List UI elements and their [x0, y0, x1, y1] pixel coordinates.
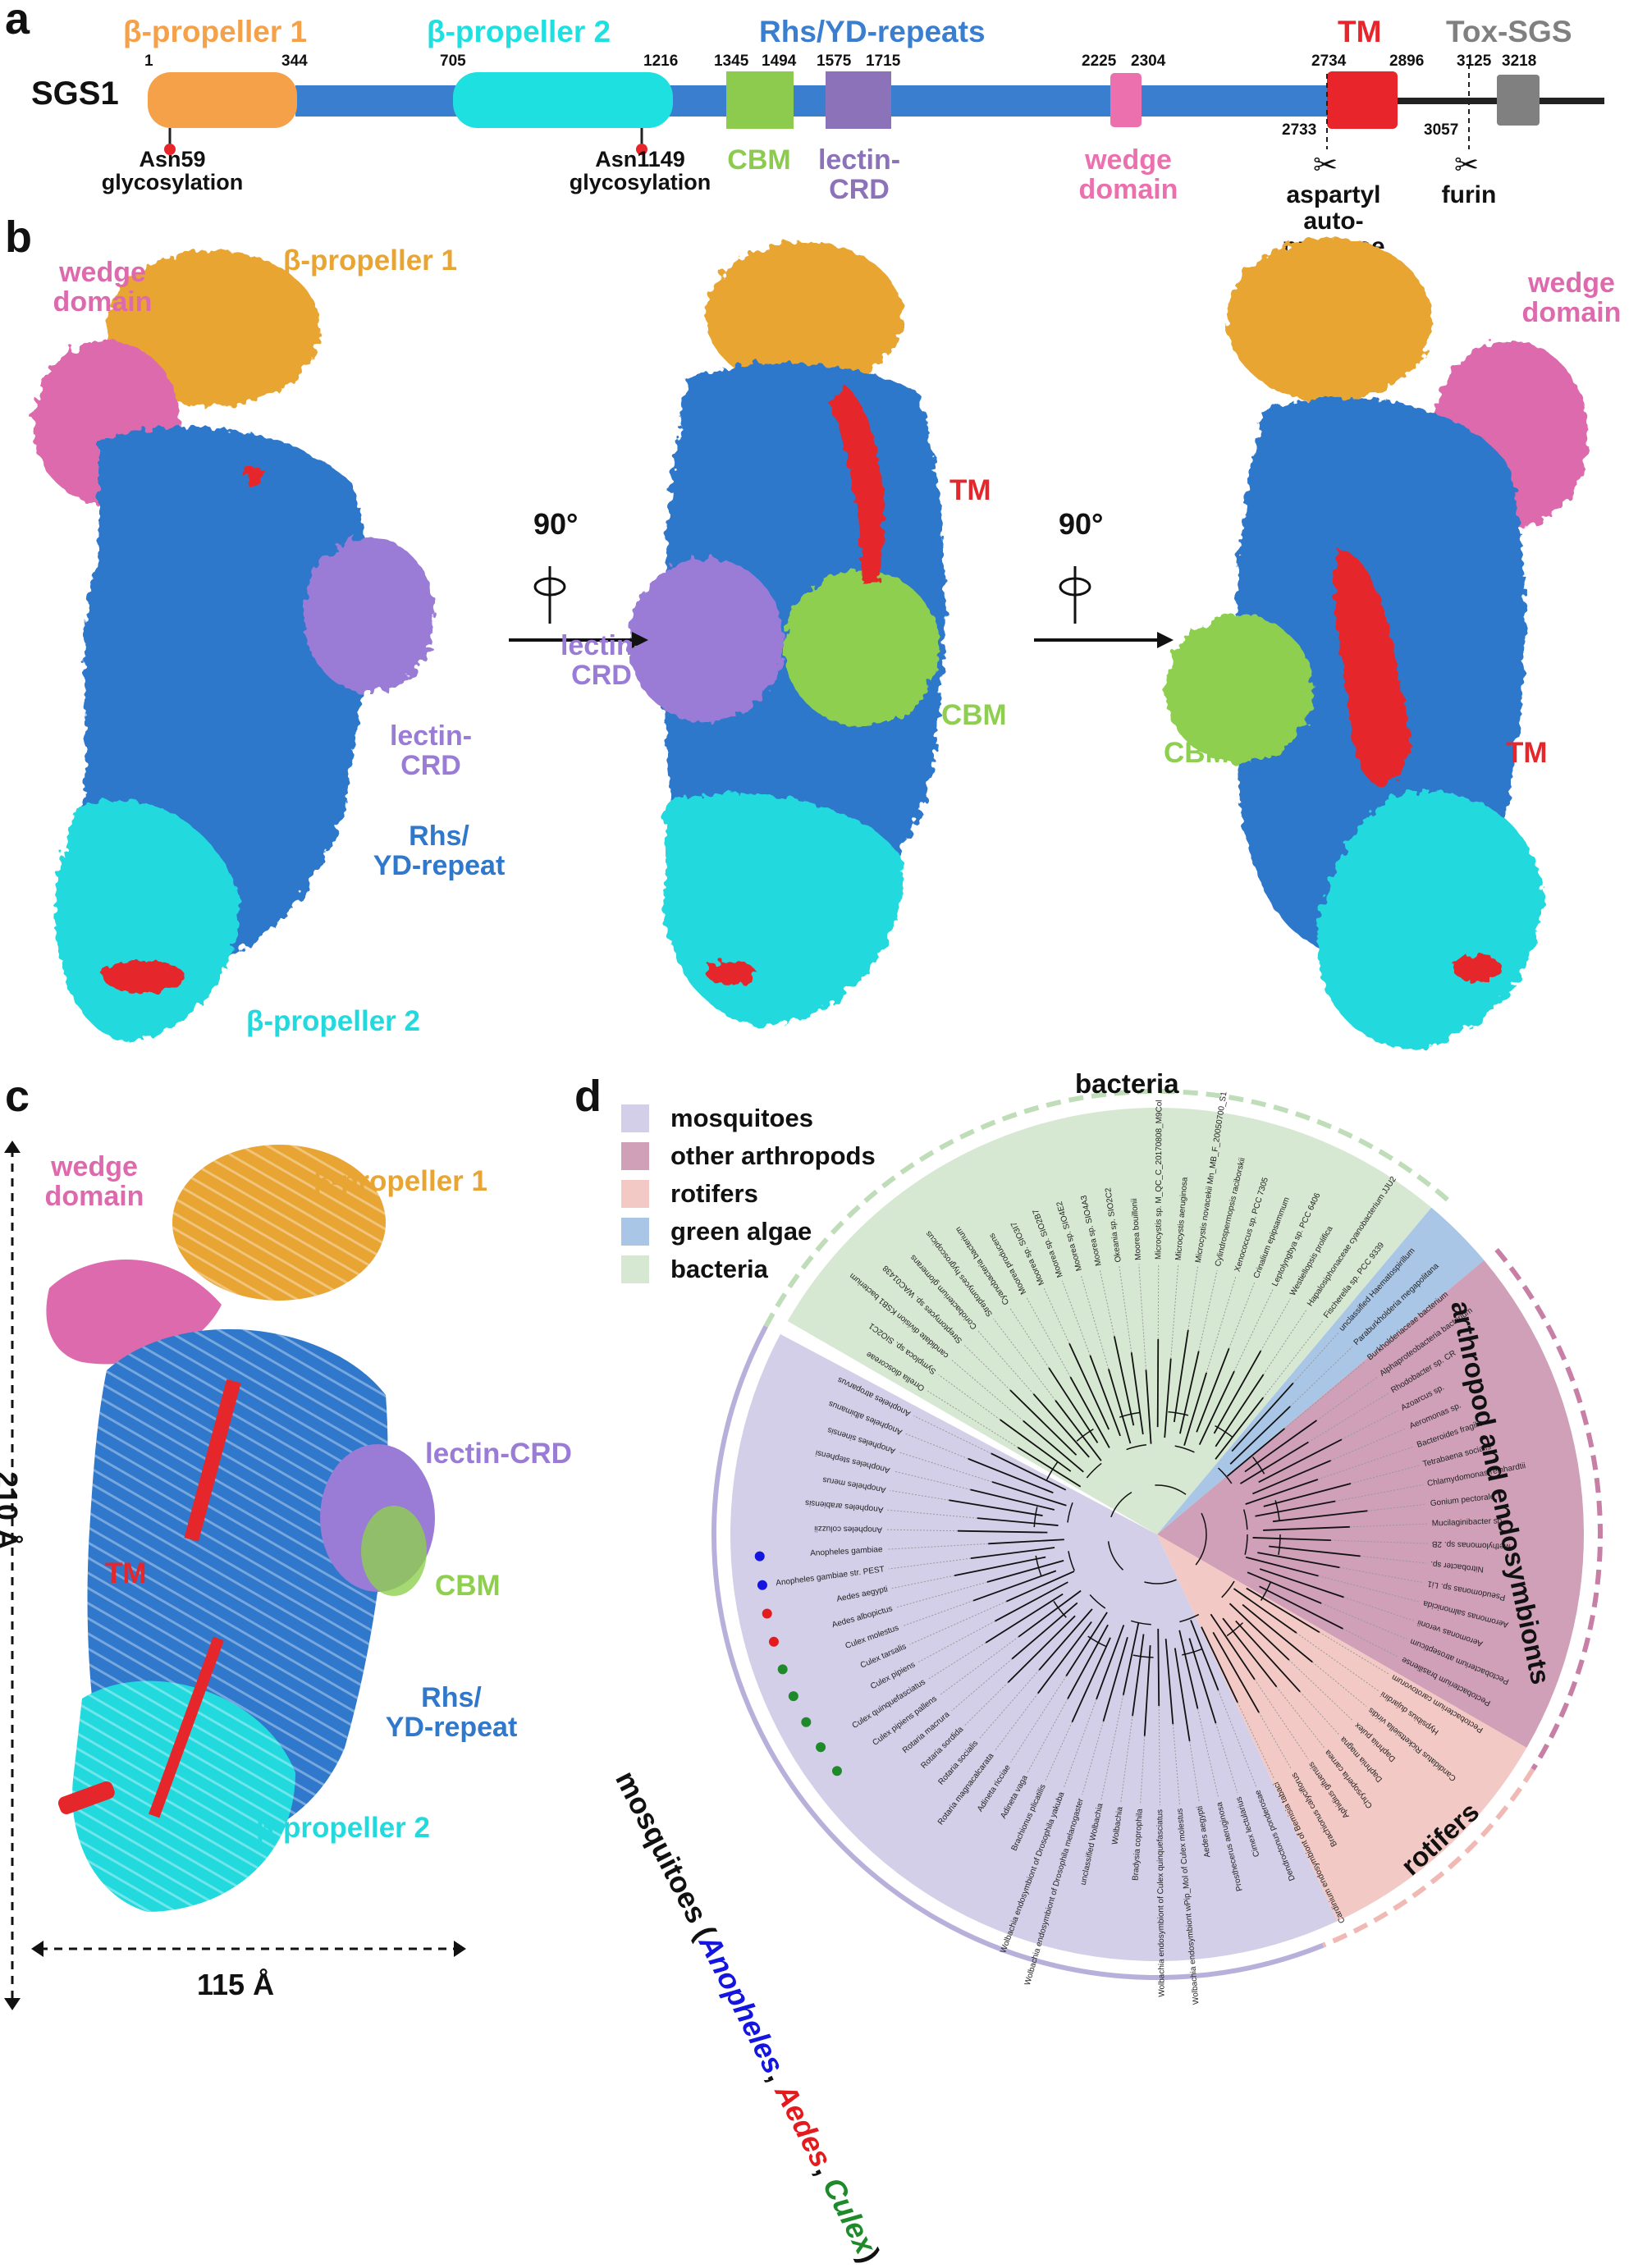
cleavage-position: 2733 — [1282, 121, 1316, 139]
cbm-note: CBM — [718, 146, 800, 176]
b3-cbm-label: CBM — [1164, 737, 1229, 770]
c-cbm-label: CBM — [435, 1570, 501, 1603]
b1-bp2-label: β-propeller 2 — [246, 1005, 420, 1038]
legend-swatch — [621, 1104, 649, 1132]
b2-tm-label: TM — [949, 474, 991, 507]
residue-number: 705 — [440, 53, 466, 71]
domain-bp2 — [453, 72, 673, 128]
domain-cbm — [726, 71, 794, 129]
cryoem-map-view-2 — [624, 238, 1034, 1059]
b3-tm-label: TM — [1506, 737, 1548, 770]
height-label: 210 Å — [0, 1471, 24, 1550]
residue-number: 3125 — [1457, 53, 1491, 71]
genus-dot — [816, 1742, 826, 1752]
tree-branch — [1158, 1339, 1159, 1427]
domain-wedge — [1110, 73, 1142, 127]
cleavage-position: 3057 — [1424, 121, 1458, 139]
residue-number: 1216 — [643, 53, 678, 71]
c-rhs-label: Rhs/YD-repeat — [373, 1684, 529, 1742]
legend-swatch — [621, 1218, 649, 1246]
b1-rhs-label: Rhs/YD-repeat — [361, 822, 517, 880]
clade-label-bacteria: bacteria — [1075, 1068, 1179, 1100]
genus-dot — [789, 1691, 798, 1701]
residue-number: 2304 — [1131, 53, 1165, 71]
c-bp2-label: β-propeller 2 — [256, 1812, 430, 1845]
c-bp1-label: β-propeller 1 — [313, 1165, 487, 1198]
residue-number: 3218 — [1502, 53, 1536, 71]
legend-swatch — [621, 1255, 649, 1283]
b2-cbm-label: CBM — [941, 699, 1007, 732]
furin-note: furin — [1428, 182, 1510, 208]
scissors-icon: ✂ — [1313, 148, 1338, 182]
taxon-label: Anopheles coluzzii — [814, 1524, 882, 1534]
rhs-region-bar — [295, 85, 1329, 117]
genus-dot — [801, 1717, 811, 1727]
b1-bp1-label: β-propeller 1 — [283, 245, 457, 277]
domain-tm — [1327, 71, 1398, 129]
genus-dot — [832, 1766, 842, 1776]
title-bp1: β-propeller 1 — [123, 15, 307, 49]
c-tm-label: TM — [105, 1557, 147, 1590]
residue-number: 1345 — [714, 53, 748, 71]
genus-dot — [778, 1664, 788, 1674]
domain-tox — [1497, 75, 1540, 126]
lectin-note: lectin-CRD — [806, 146, 913, 204]
genus-culex: Culex — [817, 2172, 883, 2259]
genus-aedes: Aedes — [769, 2078, 840, 2173]
genus-dot — [755, 1552, 765, 1562]
genus-dot — [762, 1609, 772, 1619]
residue-number: 1715 — [866, 53, 900, 71]
genus-dot — [769, 1637, 779, 1647]
panel-label-c: c — [5, 1071, 30, 1122]
c-lectin-label: lectin-CRD — [425, 1438, 572, 1470]
residue-number: 2734 — [1311, 53, 1346, 71]
residue-number: 1494 — [762, 53, 796, 71]
scissors-icon: ✂ — [1454, 148, 1479, 182]
legend-swatch — [621, 1180, 649, 1208]
domain-bp1 — [148, 72, 297, 128]
domain-lectin — [826, 71, 891, 129]
residue-number: 1 — [144, 53, 153, 71]
taxon-label: Microcystis sp. M_QC_C_20170808_M9Col — [1154, 1100, 1164, 1260]
title-tox: Tox-SGS — [1446, 15, 1572, 49]
legend-swatch — [621, 1142, 649, 1170]
residue-number: 344 — [281, 53, 308, 71]
panel-label-d: d — [574, 1071, 602, 1122]
residue-number: 2225 — [1082, 53, 1116, 71]
residue-number: 1575 — [817, 53, 851, 71]
title-tm: TM — [1338, 15, 1381, 49]
b2-lectin-label: lectin-CRD — [548, 632, 655, 690]
title-rhs: Rhs/YD-repeats — [759, 15, 986, 49]
b1-lectin-label: lectin-CRD — [382, 722, 480, 780]
height-dimension-arrow — [0, 1141, 25, 2010]
genus-dot — [757, 1580, 767, 1590]
tree-branch — [1158, 1629, 1159, 1706]
title-bp2: β-propeller 2 — [427, 15, 611, 49]
width-label: 115 Å — [197, 1968, 274, 2002]
rotation-label-2: 90° — [1059, 507, 1103, 542]
rotation-label-1: 90° — [533, 507, 578, 542]
cryoem-map-view-3 — [1149, 238, 1638, 1059]
residue-number: 2896 — [1389, 53, 1424, 71]
cryoem-map-view-1 — [0, 238, 492, 1059]
width-dimension-arrow — [31, 1936, 466, 1961]
